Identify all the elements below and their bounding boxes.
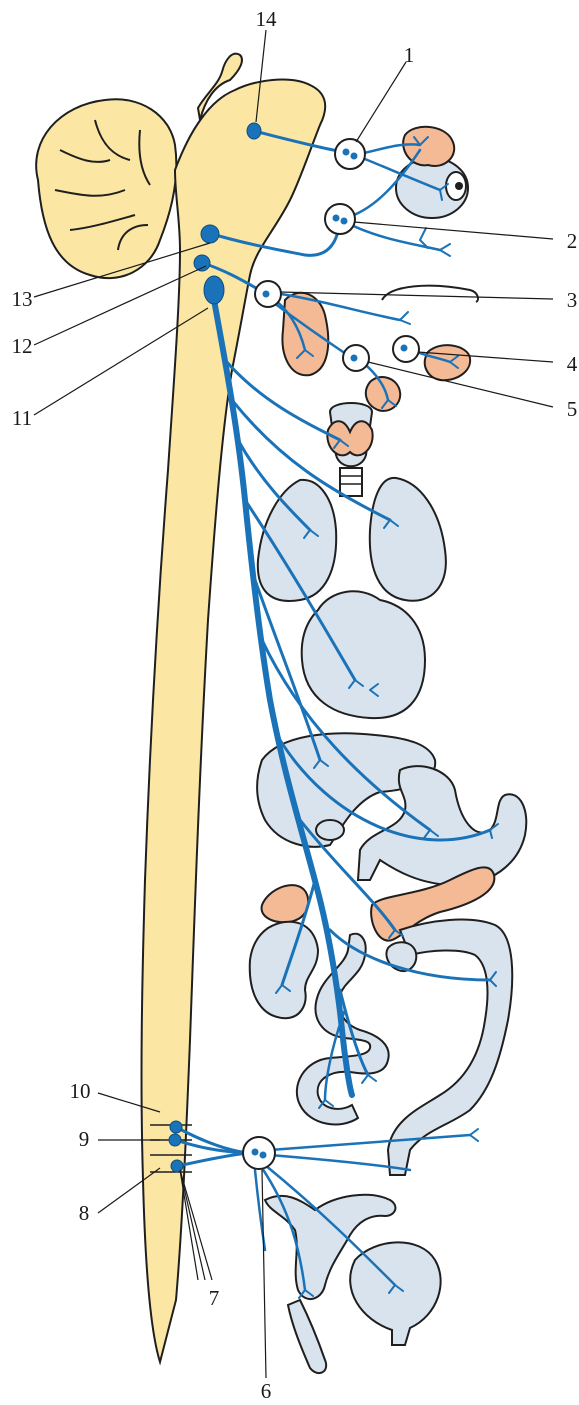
label-5: 5	[567, 397, 578, 421]
nucleus-8	[171, 1160, 183, 1172]
parotid-gland	[282, 293, 328, 375]
rectum	[288, 1300, 326, 1373]
lacrimal-gland	[403, 127, 454, 166]
label-12: 12	[12, 334, 33, 358]
nucleus-12	[194, 255, 210, 271]
label-13: 13	[12, 287, 33, 311]
larynx	[327, 403, 372, 496]
label-8: 8	[79, 1201, 90, 1225]
spinal-cord	[142, 80, 326, 1362]
ganglion-1	[335, 139, 365, 169]
nucleus-10	[170, 1121, 182, 1133]
label-11: 11	[12, 406, 32, 430]
ganglion-2	[325, 204, 355, 234]
bladder	[350, 1242, 440, 1345]
label-14: 14	[256, 7, 278, 31]
tongue-outline	[382, 286, 478, 302]
nucleus-9	[169, 1134, 181, 1146]
ganglion-6	[243, 1137, 275, 1169]
submandibular-gland	[425, 345, 470, 380]
nucleus-11	[204, 276, 224, 304]
label-6: 6	[261, 1379, 272, 1403]
nucleus-14	[247, 123, 261, 139]
heart	[302, 591, 425, 718]
label-4: 4	[567, 352, 578, 376]
label-1: 1	[404, 43, 415, 67]
cerebellum	[36, 99, 176, 278]
adrenal-gland	[262, 885, 309, 922]
nucleus-13	[201, 225, 219, 243]
label-9: 9	[79, 1127, 90, 1151]
gallbladder	[316, 820, 344, 840]
label-3: 3	[567, 288, 578, 312]
label-10: 10	[70, 1079, 91, 1103]
label-7: 7	[209, 1286, 220, 1310]
kidney	[250, 922, 318, 1018]
label-2: 2	[567, 229, 578, 253]
right-lung	[370, 478, 446, 601]
